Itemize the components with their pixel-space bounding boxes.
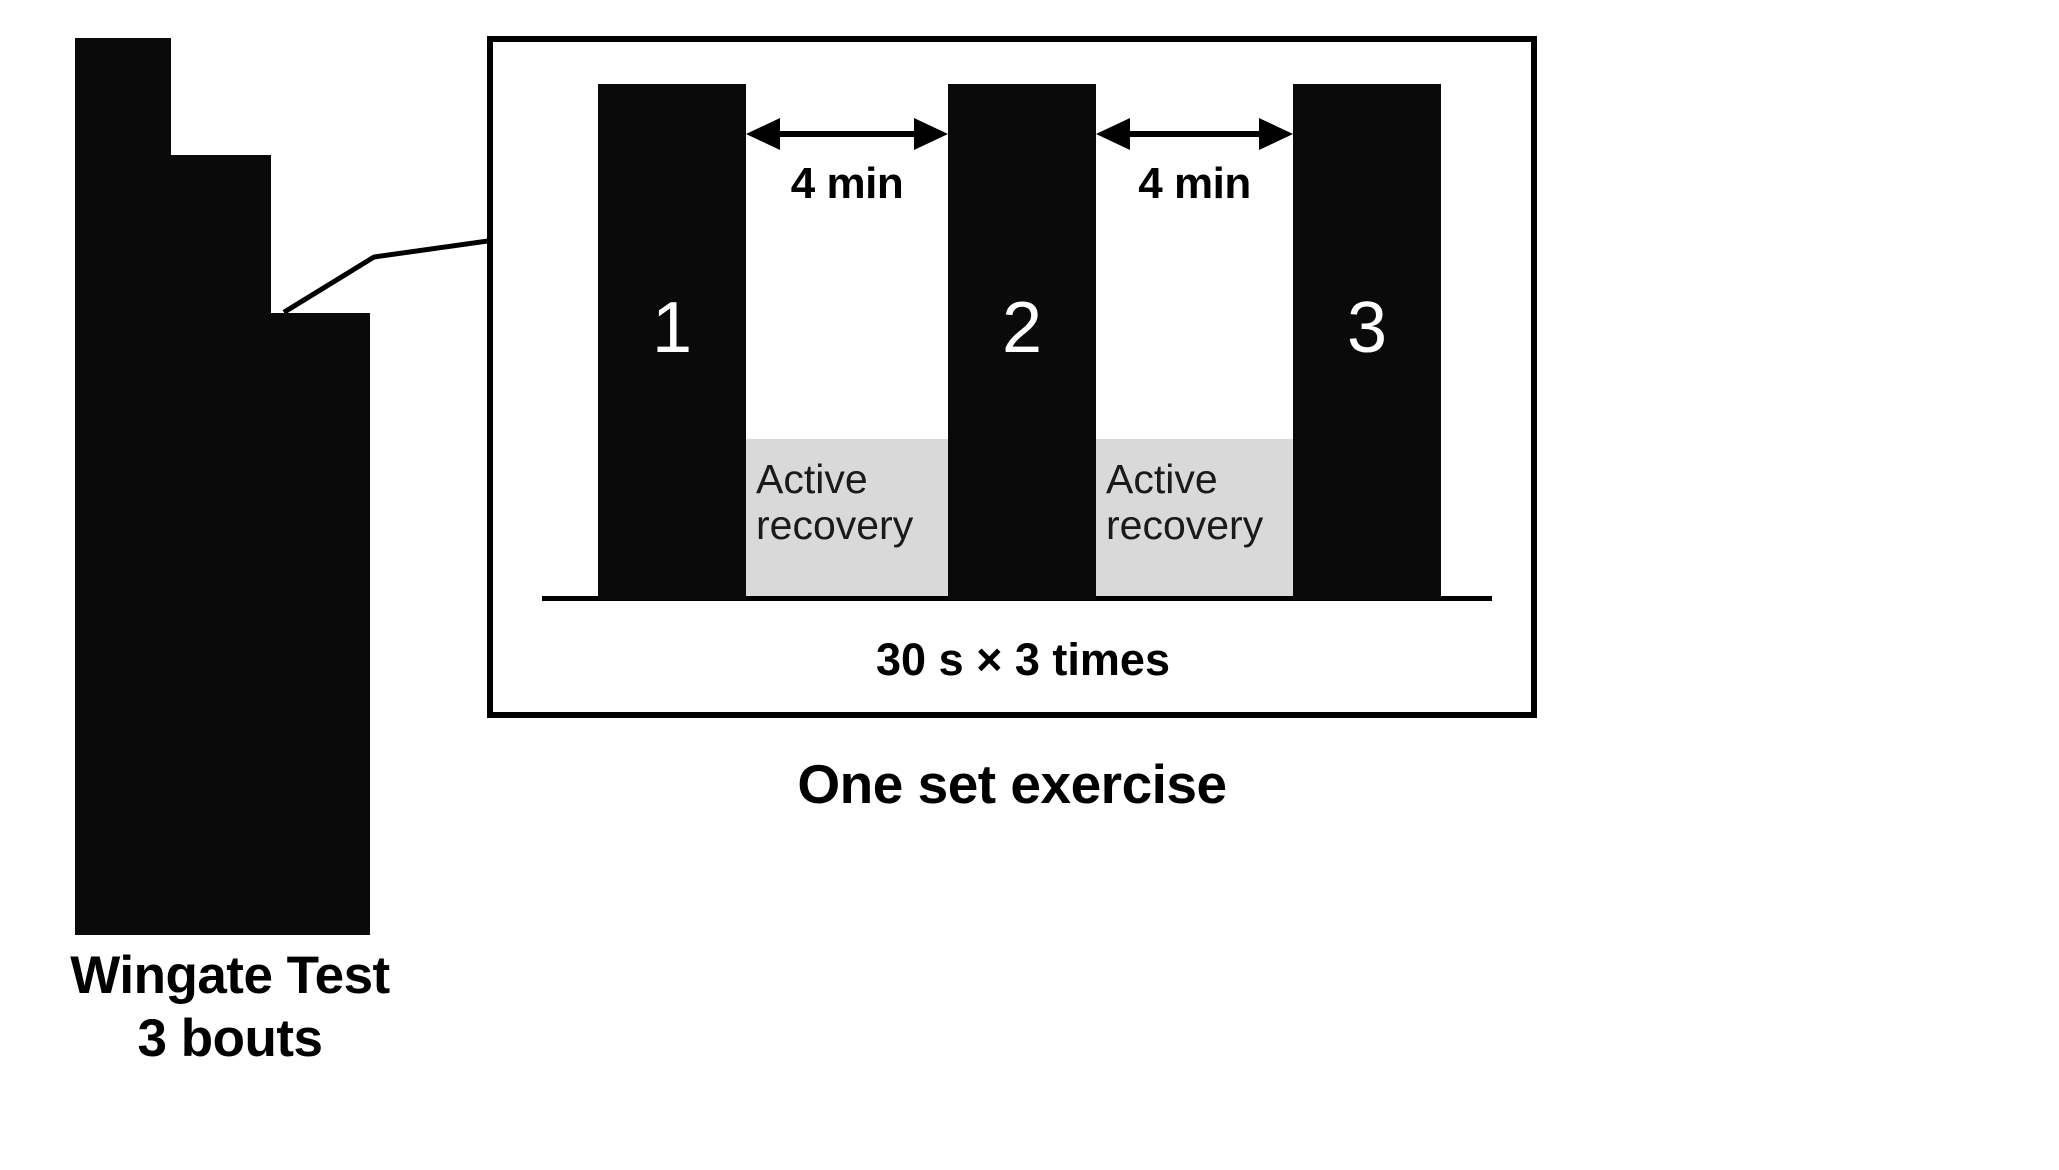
active-recovery-label-2: Active recovery (1106, 456, 1293, 549)
interval-arrow-2-head-right (1259, 118, 1293, 150)
wingate-step-bout-2 (168, 155, 271, 935)
interval-label-1: 4 min (790, 159, 904, 208)
active-recovery-block-1: Active recovery (746, 439, 948, 600)
bout-bar-2-number: 2 (1001, 288, 1043, 368)
bout-bar-2: 2 (948, 84, 1096, 600)
bout-bar-3: 3 (1293, 84, 1441, 600)
active-recovery-block-2: Active recovery (1096, 439, 1293, 600)
protocol-note: 30 s × 3 times (876, 634, 1170, 685)
interval-arrow-1-head-left (746, 118, 780, 150)
one-set-exercise-caption: One set exercise (797, 753, 1227, 815)
wingate-caption-line-2: 3 bouts (137, 1008, 323, 1068)
exercise-panel-box: Active recovery Active recovery 1 2 3 (487, 36, 1537, 718)
active-recovery-label-2-line-2: recovery (1106, 501, 1264, 548)
wingate-step-bout-3 (268, 313, 370, 935)
interval-label-2: 4 min (1138, 159, 1251, 208)
wingate-caption-line-1: Wingate Test (70, 946, 390, 1005)
interval-arrow-2-head-left (1096, 118, 1130, 150)
wingate-step-bout-1 (75, 38, 171, 935)
bout-bar-1: 1 (598, 84, 746, 600)
bout-bar-1-number: 1 (651, 288, 693, 368)
active-recovery-label-2-line-1: Active (1106, 456, 1218, 502)
interval-arrow-icon-2 (1096, 118, 1293, 150)
bout-bar-3-number: 3 (1346, 288, 1388, 368)
interval-arrow-icon-1 (746, 118, 948, 150)
active-recovery-label-1-line-2: recovery (756, 501, 914, 548)
one-set-exercise-group: Active recovery Active recovery 1 2 3 (484, 0, 2059, 1170)
wingate-caption: Wingate Test 3 bouts (0, 945, 460, 1070)
wingate-test-group: Wingate Test 3 bouts (0, 0, 470, 1170)
active-recovery-label-1: Active recovery (756, 456, 948, 549)
interval-arrow-1-head-right (914, 118, 948, 150)
active-recovery-label-1-line-1: Active (756, 456, 868, 502)
